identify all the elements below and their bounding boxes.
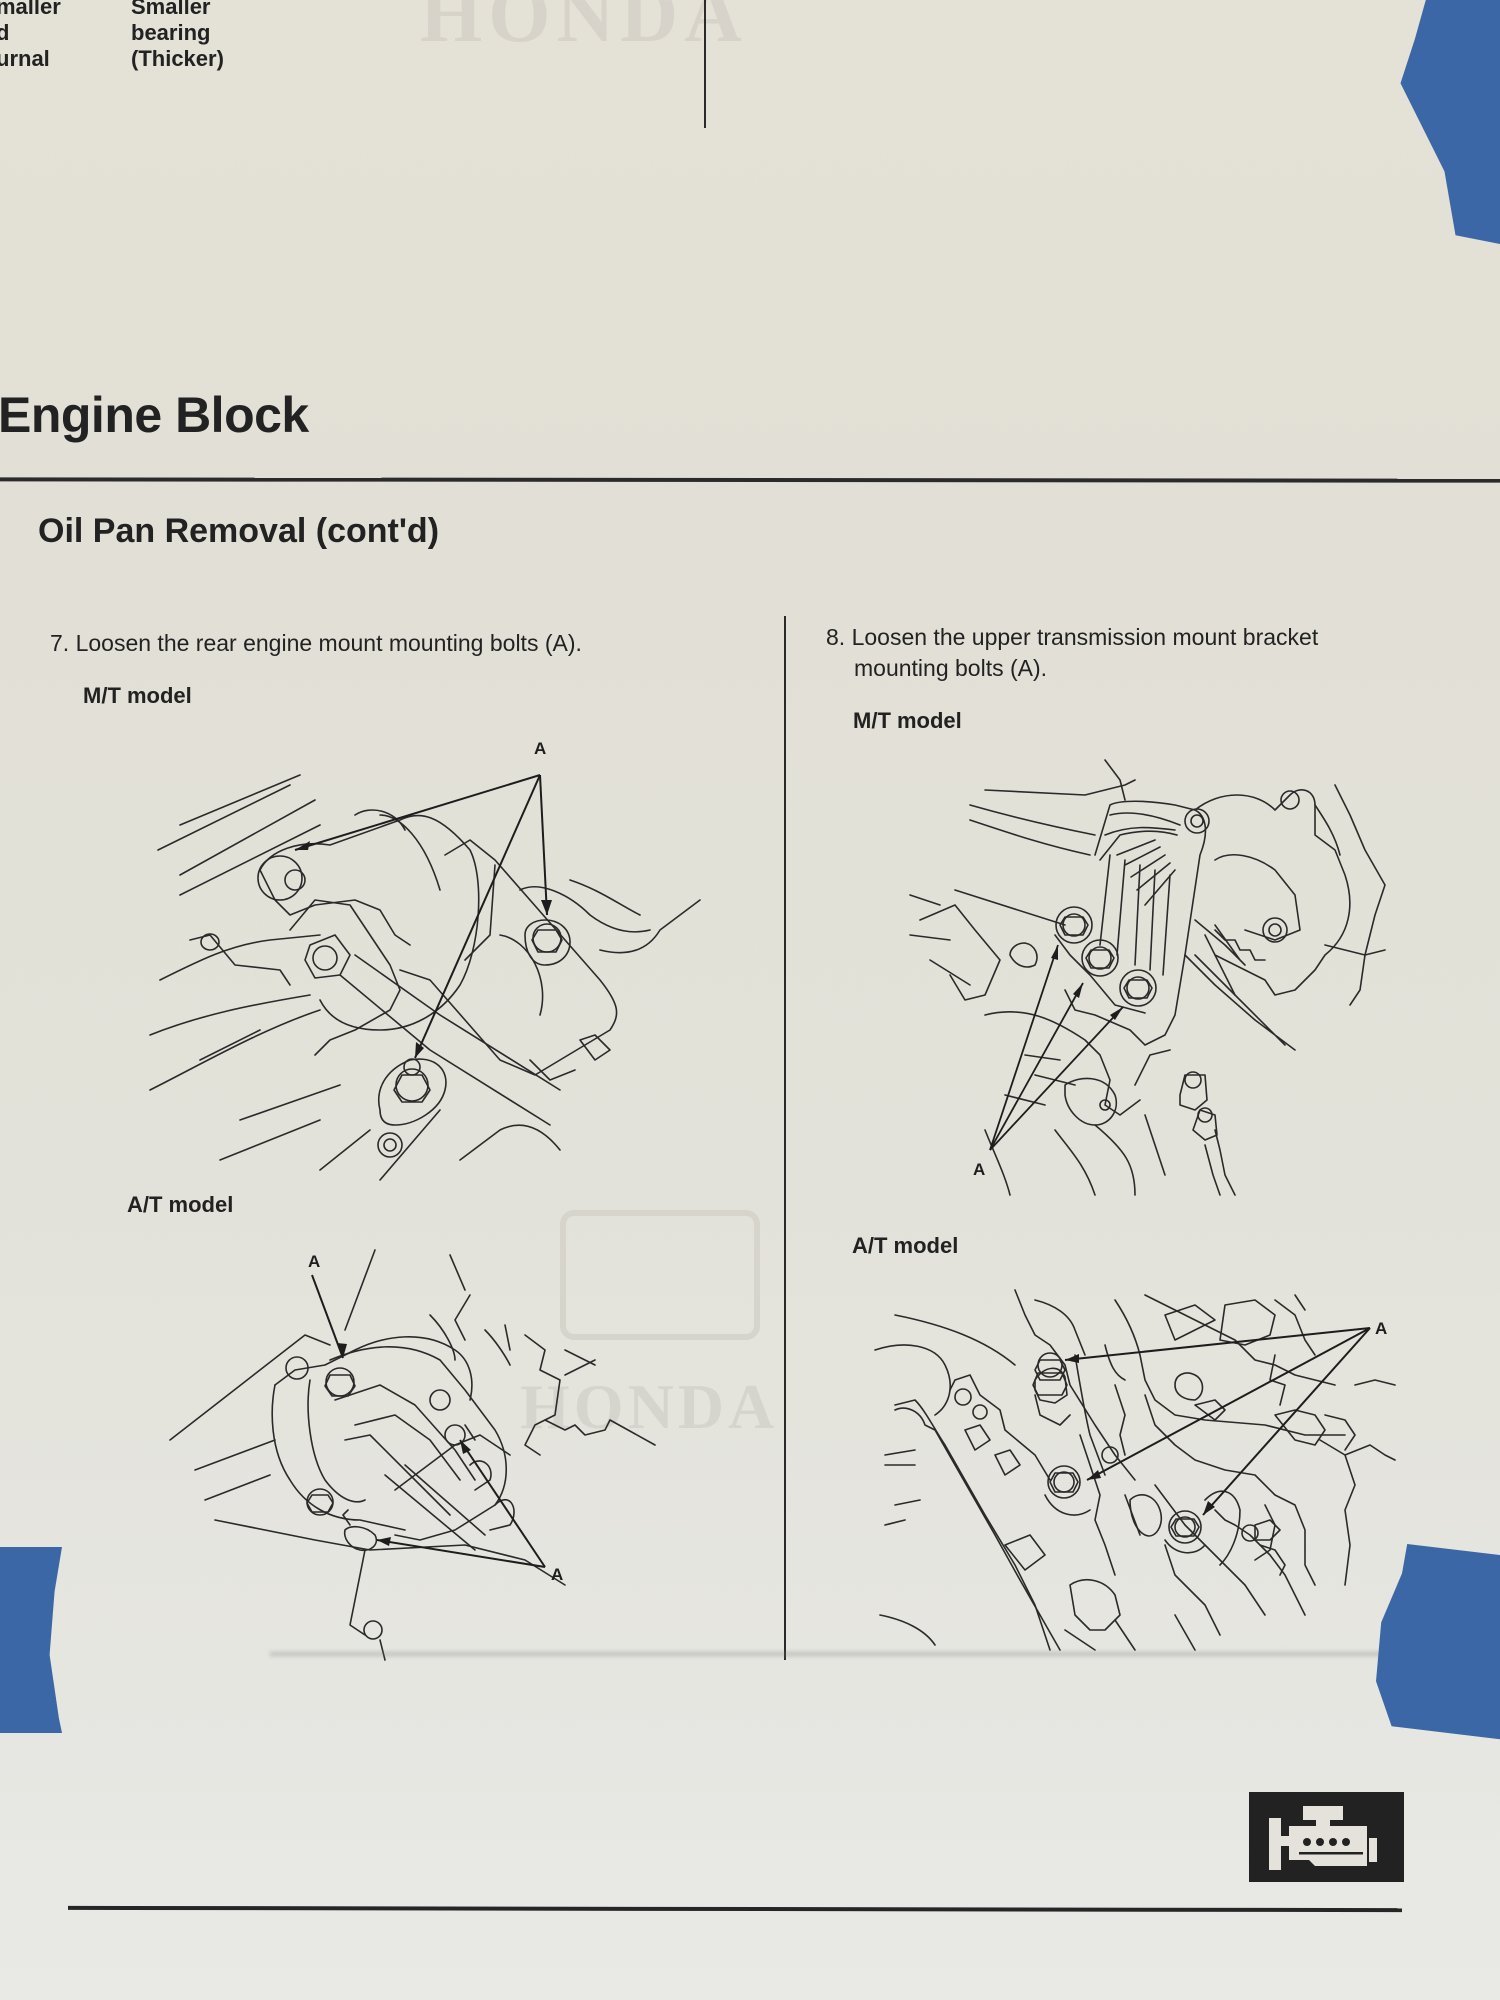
section-title: Engine Block	[0, 387, 309, 443]
callout-leaders	[294, 774, 548, 1059]
prev-page-text: bearing	[131, 20, 211, 45]
engine-icon	[1269, 1806, 1377, 1870]
callout-label-a-top: A	[308, 1252, 320, 1271]
callout-label-a: A	[1375, 1319, 1387, 1338]
watermark-brand: HONDA	[420, 0, 748, 59]
prev-page-text: Smaller	[131, 0, 211, 19]
figure-trans-mount-at: A	[874, 1285, 1420, 1655]
model-label-at: A/T model	[852, 1233, 959, 1258]
tape-left	[0, 1547, 62, 1733]
prev-page-text: maller	[0, 0, 61, 19]
step-text: Loosen the rear engine mount mounting bo…	[75, 630, 582, 656]
column-divider	[784, 616, 786, 1660]
paper-fold	[270, 1652, 1390, 1656]
model-label-mt: M/T model	[83, 683, 192, 708]
prev-page-text: (Thicker)	[131, 46, 224, 71]
figure-trans-mount-mt: A	[895, 755, 1440, 1196]
callout-label-a: A	[973, 1160, 985, 1179]
watermark-brand: HONDA	[520, 1371, 779, 1442]
step-7-instruction: 7. Loosen the rear engine mount mounting…	[50, 628, 582, 659]
step-text: Loosen the upper transmission mount brac…	[851, 624, 1319, 650]
footer-rule	[67, 1905, 1403, 1913]
model-label-mt: M/T model	[853, 708, 962, 733]
illustration-rear-mount-at: A A	[169, 1249, 656, 1661]
watermark-logo	[560, 1210, 760, 1340]
step-number: 7.	[50, 630, 70, 656]
callout-label-a: A	[534, 739, 546, 758]
prev-page-text: urnal	[0, 46, 50, 71]
step-text: mounting bolts (A).	[854, 655, 1048, 681]
header-rule	[0, 477, 1500, 483]
figure-rear-mount-mt: A	[140, 730, 740, 1181]
prev-page-divider	[704, 0, 706, 128]
model-label-at: A/T model	[127, 1192, 234, 1217]
callout-leaders	[989, 944, 1124, 1151]
figure-rear-mount-at: A A	[165, 1240, 725, 1661]
tape-top-right	[1400, 0, 1500, 245]
illustration-trans-mount-at: A	[874, 1289, 1396, 1651]
subsection-title: Oil Pan Removal (cont'd)	[38, 512, 440, 550]
step-8-instruction: 8. Loosen the upper transmission mount b…	[826, 622, 1318, 684]
callout-leaders	[1064, 1327, 1371, 1516]
prev-page-col2: Smaller bearing (Thicker)	[131, 0, 224, 72]
illustration-rear-mount-mt: A	[149, 739, 701, 1181]
engine-section-icon	[1249, 1792, 1404, 1882]
prev-page-text: d	[0, 20, 10, 45]
prev-page-col1: maller d urnal	[0, 0, 61, 72]
step-number: 8.	[826, 624, 846, 650]
callout-label-a-bottom: A	[551, 1565, 563, 1584]
illustration-trans-mount-mt: A	[909, 759, 1386, 1196]
